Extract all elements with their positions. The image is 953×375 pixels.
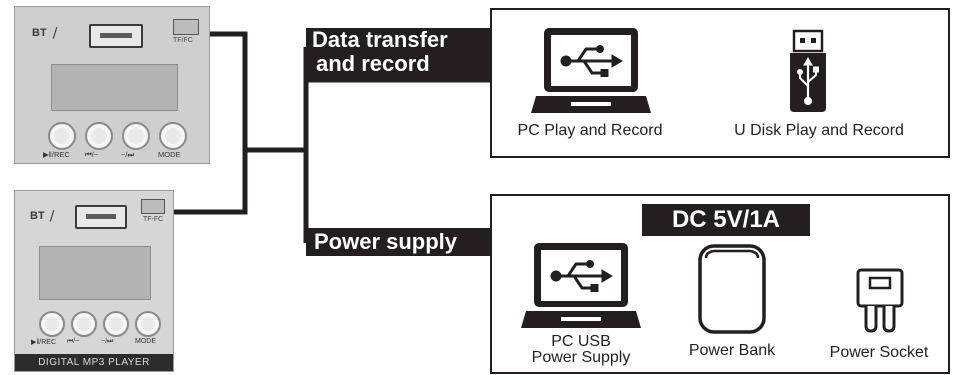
lcd-display	[51, 64, 178, 111]
laptop-usb-icon	[531, 28, 651, 113]
mp3-module-top: BT ⧸ TF/FC ▶‖/REC ⏮/− −/⏭ MODE	[14, 6, 210, 164]
tf-label: TF-FC	[143, 216, 164, 223]
power-bank-icon	[698, 244, 766, 334]
usb-drive-icon	[790, 29, 826, 112]
previous-button[interactable]	[71, 311, 97, 337]
mp3-module-bottom: BT ⧸ TF-FC ▶‖/REC ⏮/− −/⏭ MODE DIGITAL M…	[14, 190, 174, 372]
data-transfer-line2: and record	[316, 51, 430, 76]
bluetooth-icon: ⧸	[53, 26, 58, 40]
pc-play-record-label: PC Play and Record	[517, 122, 663, 139]
power-supply-box: DC 5V/1A PC USB Power Supply Power Bank …	[490, 194, 950, 374]
pc-usb-label-line2: Power Supply	[531, 349, 631, 366]
prev-label: ⏮/−	[85, 150, 99, 159]
tf-card-slot	[173, 19, 199, 35]
next-label: −/⏭	[121, 150, 135, 159]
pc-usb-power-label: PC USB Power Supply	[508, 334, 654, 366]
data-transfer-box: PC Play and Record U Disk Play and Recor…	[490, 8, 950, 158]
next-button[interactable]	[122, 122, 150, 150]
pc-usb-label-line1: PC USB	[551, 333, 611, 350]
u-disk-play-record-label: U Disk Play and Record	[734, 122, 904, 139]
data-transfer-line1: Data transfer	[312, 27, 448, 52]
play-pause-button[interactable]	[48, 122, 76, 150]
next-button[interactable]	[103, 311, 129, 337]
bt-label: BT	[32, 27, 47, 39]
usb-port	[75, 205, 127, 229]
mode-label: MODE	[135, 338, 156, 345]
next-label: −/⏭	[101, 338, 114, 345]
brand-strip: DIGITAL MP3 PLAYER	[15, 354, 173, 371]
mode-button[interactable]	[159, 122, 187, 150]
power-socket-label: Power Socket	[829, 344, 929, 361]
power-plug-icon	[856, 268, 904, 333]
mode-label: MODE	[158, 150, 181, 159]
lcd-display	[39, 246, 151, 300]
bt-label: BT	[30, 210, 45, 222]
tf-card-slot	[141, 199, 165, 214]
mode-button[interactable]	[135, 311, 161, 337]
play-pause-button[interactable]	[39, 311, 65, 337]
data-transfer-header: Data transfer and record	[306, 28, 490, 80]
prev-label: ⏮/−	[67, 338, 80, 345]
play-rec-label: ▶‖/REC	[43, 150, 70, 159]
usb-port	[89, 24, 143, 48]
play-rec-label: ▶‖/REC	[31, 339, 56, 346]
dc-spec-header: DC 5V/1A	[642, 204, 810, 236]
previous-button[interactable]	[85, 122, 113, 150]
tf-label: TF/FC	[173, 37, 193, 44]
power-supply-header: Power supply	[306, 228, 490, 256]
laptop-usb-icon	[521, 243, 641, 328]
bluetooth-icon: ⧸	[50, 209, 55, 223]
power-bank-label: Power Bank	[688, 342, 776, 359]
